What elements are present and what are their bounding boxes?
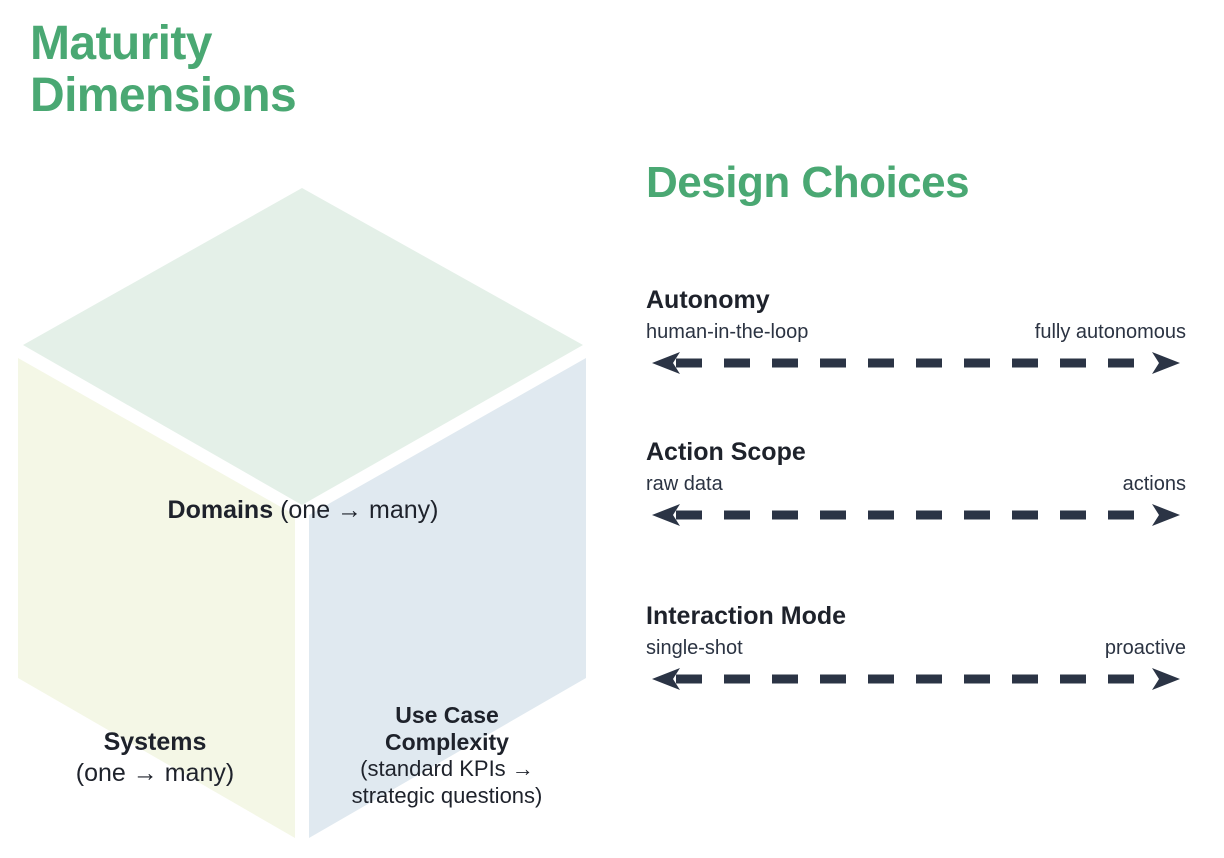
axis-left-end-action-scope: raw data bbox=[646, 473, 723, 495]
axis-right-end-action-scope: actions bbox=[1122, 473, 1186, 495]
use-case-complexity-face-label: Use Case Complexity (standard KPIs → str… bbox=[318, 702, 576, 810]
axis-ends-action-scope: raw data actions bbox=[646, 473, 1186, 496]
cube-left-face bbox=[18, 358, 295, 838]
cube-svg bbox=[18, 188, 586, 838]
systems-label-light: (one → many) bbox=[75, 758, 235, 787]
double-arrow-icon-autonomy bbox=[652, 352, 1180, 374]
use-case-label-light: (standard KPIs → strategic questions) bbox=[351, 756, 543, 809]
maturity-dimensions-title: Maturity Dimensions bbox=[30, 17, 297, 122]
axis-heading-autonomy: Autonomy bbox=[646, 286, 770, 314]
axis-heading-action-scope: Action Scope bbox=[646, 438, 806, 466]
use-case-label-strong: Use Case Complexity bbox=[385, 702, 509, 756]
design-choices-title: Design Choices bbox=[646, 158, 970, 207]
domains-label-light: (one → many) bbox=[273, 496, 439, 524]
domains-label-strong: Domains bbox=[167, 496, 274, 524]
double-arrow-icon-action-scope bbox=[652, 504, 1180, 526]
axis-ends-autonomy: human-in-the-loop fully autonomous bbox=[646, 321, 1186, 344]
systems-face-label: Systems (one → many) bbox=[22, 727, 288, 788]
axis-left-end-autonomy: human-in-the-loop bbox=[646, 321, 809, 343]
axis-block-action-scope: Action Scope raw data actions bbox=[646, 437, 1186, 530]
domains-face-label: Domains (one → many) bbox=[23, 495, 583, 526]
axis-block-autonomy: Autonomy human-in-the-loop fully autonom… bbox=[646, 285, 1186, 378]
cube-top-face bbox=[23, 188, 583, 505]
axis-ends-interaction-mode: single-shot proactive bbox=[646, 637, 1186, 660]
axis-right-end-autonomy: fully autonomous bbox=[1034, 321, 1186, 343]
maturity-cube-diagram: Domains (one → many) Systems (one → many… bbox=[0, 170, 620, 858]
systems-label-strong: Systems bbox=[103, 728, 207, 756]
axis-right-end-interaction-mode: proactive bbox=[1104, 637, 1186, 659]
axis-left-end-interaction-mode: single-shot bbox=[646, 637, 743, 659]
cube-right-face bbox=[309, 358, 586, 838]
axis-heading-interaction-mode: Interaction Mode bbox=[646, 602, 847, 630]
axis-block-interaction-mode: Interaction Mode single-shot proactive bbox=[646, 601, 1186, 694]
double-arrow-icon-interaction-mode bbox=[652, 668, 1180, 690]
